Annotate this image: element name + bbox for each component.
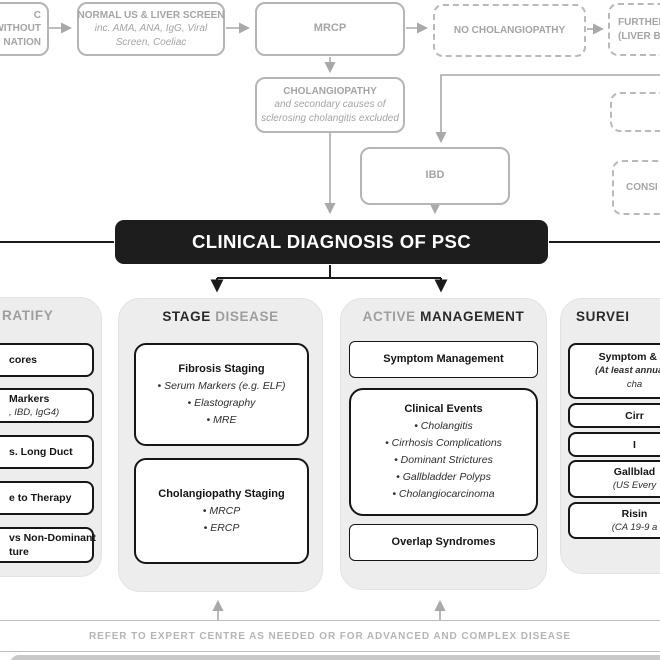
node-text: C — [33, 9, 41, 21]
node-dashed-empty — [610, 92, 660, 132]
management-box-symptom: Symptom Management — [349, 341, 538, 378]
refer-expert-centre-bar: REFER TO EXPERT CENTRE AS NEEDED OR FOR … — [0, 620, 660, 652]
stage-box-cholangiopathy-staging: Cholangiopathy Staging • MRCP • ERCP — [134, 458, 309, 564]
node-subtitle: sclerosing cholangitis excluded — [261, 112, 399, 124]
surveillance-item-ibd: I — [568, 432, 660, 457]
node-text: FURTHER — [618, 17, 660, 28]
node-title: NORMAL US & LIVER SCREEN — [77, 9, 225, 21]
item-text: (CA 19-9 a — [611, 521, 658, 533]
node-no-cholangiopathy: NO CHOLANGIOPATHY — [433, 4, 586, 57]
panel-title-gray: ACTIVE — [362, 309, 416, 324]
node-text: CONSI — [626, 181, 658, 193]
node-title: CHOLANGIOPATHY — [283, 85, 377, 97]
item-text: (At least annually — [595, 365, 660, 376]
item-text: s. Long Duct — [9, 446, 73, 458]
management-box-overlap-syndromes: Overlap Syndromes — [349, 524, 538, 561]
panel-stage-disease: STAGE DISEASE Fibrosis Staging • Serum M… — [118, 298, 323, 592]
node-ibd: IBD — [360, 147, 510, 205]
surveillance-item-rising-markers: Risin (CA 19-9 a — [568, 502, 660, 539]
node-unexplained-cholestasis: C WITHOUT NATION — [0, 2, 49, 56]
node-consider: CONSI — [612, 160, 660, 215]
box-bullet: • Cholangitis — [414, 420, 473, 432]
node-text: (LIVER BIO — [618, 30, 660, 42]
surveillance-item-gallbladder: Gallblad (US Every — [568, 460, 660, 498]
box-title: Overlap Syndromes — [391, 536, 496, 548]
node-normal-us-liver-screen: NORMAL US & LIVER SCREEN inc. AMA, ANA, … — [77, 2, 225, 56]
box-bullet: • Serum Markers (e.g. ELF) — [157, 379, 286, 392]
management-box-clinical-events: Clinical Events • Cholangitis • Cirrhosi… — [349, 388, 538, 516]
item-text: ture — [9, 546, 29, 558]
banner-title: CLINICAL DIAGNOSIS OF PSC — [192, 231, 471, 252]
stratify-item-dominant-stricture: vs Non-Dominant ture — [0, 527, 96, 563]
node-subtitle: Screen, Coeliac — [115, 36, 187, 48]
item-text: (US Every — [612, 480, 657, 491]
box-bullet: • Dominant Strictures — [394, 454, 493, 466]
stratify-item-therapy-response: e to Therapy — [0, 481, 94, 515]
box-title: Symptom Management — [383, 353, 504, 365]
box-bullet: • MRCP — [202, 504, 241, 517]
stratify-item-markers: Markers , IBD, IgG4) — [0, 388, 94, 423]
item-text: cores — [9, 354, 38, 366]
panel-title: SURVEI — [561, 309, 660, 324]
panel-title-black: STAGE — [162, 309, 211, 324]
node-text: NATION — [3, 36, 41, 48]
panel-title-fragment: SURVEI — [576, 309, 630, 324]
box-title: Cholangiopathy Staging — [158, 487, 285, 500]
box-bullet: • Elastography — [187, 396, 256, 409]
box-bullet: • MRE — [206, 413, 237, 426]
item-text: vs Non-Dominant — [9, 532, 96, 544]
node-text: WITHOUT — [0, 23, 41, 35]
box-bullet: • Cirrhosis Complications — [385, 437, 502, 449]
item-text: Cirr — [625, 409, 644, 422]
box-bullet: • ERCP — [203, 521, 240, 534]
box-title: Fibrosis Staging — [178, 362, 265, 375]
item-text: Gallblad — [613, 466, 656, 478]
panel-title: ACTIVE MANAGEMENT — [341, 309, 546, 324]
panel-risk-stratify: RATIFY cores Markers , IBD, IgG4) s. Lon… — [0, 297, 102, 577]
footer-bar-cutoff — [10, 655, 660, 660]
panel-title-black: MANAGEMENT — [420, 309, 525, 324]
node-mrcp: MRCP — [255, 2, 405, 56]
panel-title-gray: DISEASE — [215, 309, 279, 324]
node-title: NO CHOLANGIOPATHY — [453, 24, 566, 36]
node-further-investigation: FURTHER (LIVER BIO — [608, 3, 660, 56]
panel-title: STAGE DISEASE — [119, 309, 322, 324]
stratify-item-long-duct: s. Long Duct — [0, 435, 94, 469]
stage-box-fibrosis-staging: Fibrosis Staging • Serum Markers (e.g. E… — [134, 343, 309, 446]
item-text: e to Therapy — [9, 492, 72, 504]
item-text: Symptom & Cl — [598, 351, 660, 363]
node-title: MRCP — [313, 22, 347, 35]
panel-title-fragment: RATIFY — [2, 308, 54, 323]
panel-surveillance: SURVEI Symptom & Cl (At least annually c… — [560, 298, 660, 574]
surveillance-item-cirrhosis: Cirr — [568, 403, 660, 428]
node-title: IBD — [425, 169, 445, 182]
refer-text: REFER TO EXPERT CENTRE AS NEEDED OR FOR … — [89, 630, 571, 642]
stratify-item-scores: cores — [0, 343, 94, 377]
item-text: I — [633, 438, 636, 451]
surveillance-item-symptom-review: Symptom & Cl (At least annually cha — [568, 343, 660, 399]
box-bullet: • Gallbladder Polyps — [396, 471, 491, 483]
banner-clinical-diagnosis-psc: CLINICAL DIAGNOSIS OF PSC — [115, 220, 548, 264]
panel-title: RATIFY — [0, 308, 101, 323]
node-subtitle: inc. AMA, ANA, IgG, Viral — [94, 23, 208, 35]
item-text: Risin — [621, 507, 648, 520]
item-text: cha — [626, 379, 643, 390]
box-bullet: • Cholangiocarcinoma — [392, 488, 495, 500]
node-subtitle: and secondary causes of — [274, 99, 386, 111]
panel-active-management: ACTIVE MANAGEMENT Symptom Management Cli… — [340, 298, 547, 590]
box-title: Clinical Events — [404, 403, 483, 415]
node-cholangiopathy: CHOLANGIOPATHY and secondary causes of s… — [255, 77, 405, 133]
item-text: Markers — [9, 392, 50, 405]
item-text: , IBD, IgG4) — [9, 406, 60, 418]
